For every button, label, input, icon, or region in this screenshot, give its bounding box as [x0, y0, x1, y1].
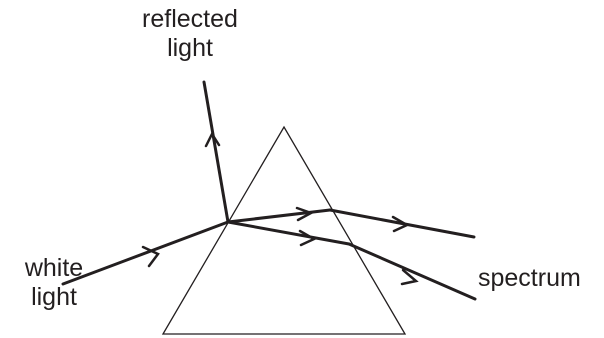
incident-ray-arrow-icon [141, 245, 160, 268]
refracted-ray-upper-arrow-icon [295, 206, 315, 222]
refracted-ray-lower-arrow-icon [298, 229, 317, 247]
reflected-ray [202, 80, 230, 224]
reflected-ray-arrow-icon [204, 131, 221, 148]
emerging-ray-upper-arrow-icon [391, 215, 410, 233]
white-light-label-line1: white [24, 254, 84, 282]
incident-ray [61, 220, 230, 286]
emerging-ray-lower [347, 242, 477, 301]
reflected-light-label-line1: reflected [142, 5, 238, 33]
emerging-ray-lower-arrow-icon [400, 268, 419, 286]
spectrum-label: spectrum [478, 264, 581, 292]
prism [161, 125, 407, 335]
white-light-label-line2: light [31, 283, 77, 311]
refracted-ray-lower [226, 220, 351, 246]
white-light-label: white light [0, 254, 108, 312]
refracted-ray-upper [226, 208, 332, 224]
reflected-light-label: reflected light [120, 5, 260, 63]
reflected-light-label-line2: light [167, 34, 213, 62]
